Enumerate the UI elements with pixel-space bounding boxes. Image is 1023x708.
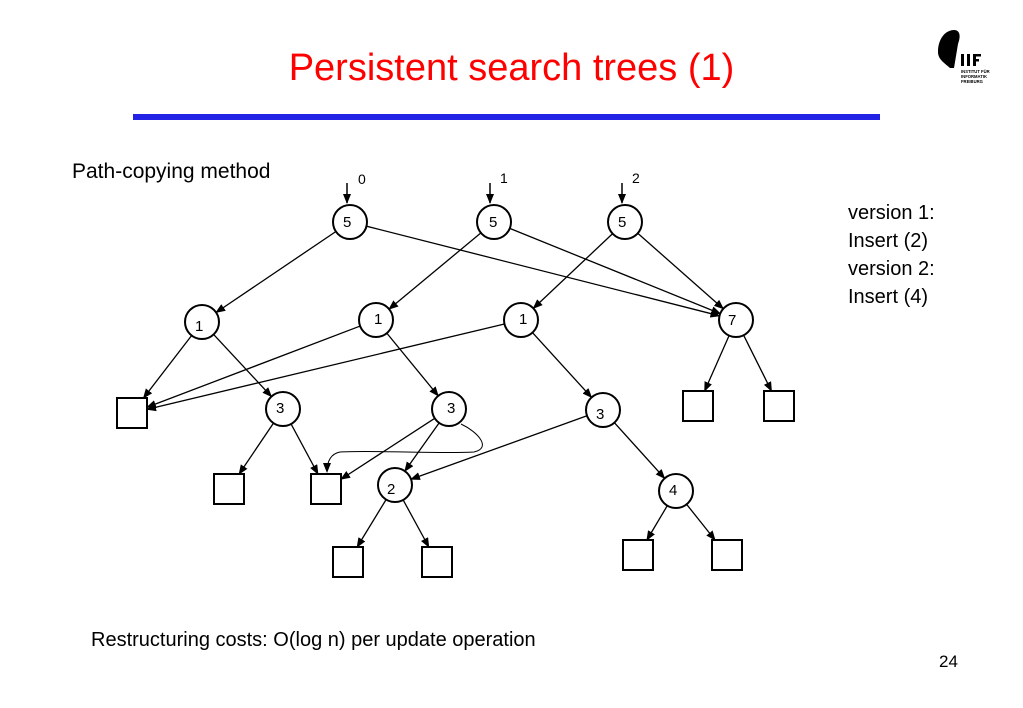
leaf-box [622,539,654,571]
leaf-box [213,473,245,505]
tree-node: 1 [503,302,539,338]
tree-node: 5 [332,204,368,240]
version-pointer: 2 [618,170,640,204]
slide-title: Persistent search trees (1) [288,47,735,89]
leaf-box [763,390,795,422]
tree-edge [637,232,725,310]
tree-node: 1 [184,304,220,340]
tree-edge [386,332,439,397]
tree-edge [402,499,430,548]
tree-edge [142,335,193,399]
logo-line-2: INFORMATIK [961,74,987,79]
leaf-box [332,546,364,578]
leaf-box [421,546,453,578]
tree-edge [686,503,716,541]
node-key: 5 [343,214,351,231]
tree-edge [290,423,319,475]
tree-edge [366,225,721,318]
tree-node: 3 [431,391,467,427]
tree-node: 3 [265,391,301,427]
node-key: 3 [447,400,455,417]
tree-edges [142,225,773,548]
tree-node: 3 [585,392,621,428]
version-note: Insert (2) [848,230,929,252]
tree-edge [146,323,505,412]
tree-node: 5 [607,204,643,240]
page-number: 24 [939,652,958,671]
tree-edge [410,415,588,480]
node-key: 7 [728,312,736,329]
tree-edge [215,230,337,314]
node-key: 3 [596,406,604,423]
tree-node: 1 [358,302,394,338]
version-label: 1 [500,170,508,186]
tree-edge [531,332,593,399]
tree-edge [646,505,668,541]
version-note: version 1: [848,202,935,224]
tree-edge [388,232,482,310]
logo-line-3: FREIBURG [961,79,983,84]
tree-nodes: 5 5 5 1 1 1 7 [184,204,754,509]
leaf-box [682,390,714,422]
shared-pointer-curve [323,423,483,473]
node-key: 5 [489,214,497,231]
iif-logo-icon: INSTITUT FÜR INFORMATIK FREIBURG [938,30,990,84]
version-pointer: 1 [486,170,508,204]
footer-note: Restructuring costs: O(log n) per update… [91,629,536,651]
version-note: Insert (4) [848,286,929,308]
tree-edge [213,333,273,398]
tree-leaves [116,390,795,578]
version-pointer: 0 [343,171,366,204]
tree-edge [532,233,614,310]
tree-edge [404,422,440,472]
tree-edge [743,334,773,392]
leaf-box [116,397,148,429]
tree-edge [238,422,275,475]
tree-node: 7 [718,302,754,338]
node-key: 5 [618,214,626,231]
tree-node: 2 [377,467,413,503]
logo-line-1: INSTITUT FÜR [961,69,990,74]
node-key: 1 [195,318,203,335]
tree-edge [356,499,387,548]
version-label: 0 [358,171,366,187]
tree-edge [340,417,436,480]
node-key: 4 [669,482,677,499]
tree-node: 4 [658,473,694,509]
tree-edge [704,335,730,392]
version-label: 2 [632,170,640,186]
tree-edge [509,227,722,315]
version-note: version 2: [848,258,935,280]
leaf-box [310,473,342,505]
title-underline [133,114,880,120]
tree-node: 5 [476,204,512,240]
node-key: 1 [519,311,527,328]
node-key: 2 [387,481,395,498]
leaf-box [711,539,743,571]
version-notes: version 1: Insert (2) version 2: Insert … [848,199,935,311]
node-key: 3 [276,400,284,417]
method-label: Path-copying method [72,160,271,183]
tree-edge [146,325,361,408]
node-key: 1 [374,311,382,328]
tree-edge [613,422,666,480]
